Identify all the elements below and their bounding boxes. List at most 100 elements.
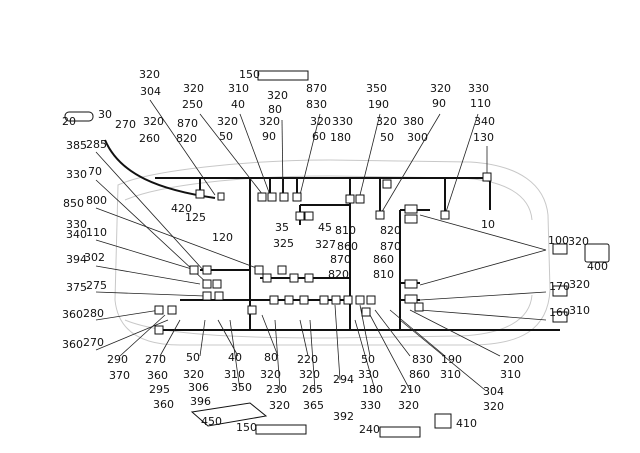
relay-strip-icon (379, 426, 421, 438)
part-label-270: 270 (115, 118, 136, 131)
part-label-110: 110 (86, 226, 107, 239)
part-label-330: 330 (358, 368, 379, 381)
part-label-310: 310 (500, 368, 521, 381)
part-label-295: 295 (149, 383, 170, 396)
part-label-385: 385 (66, 139, 87, 152)
part-label-410: 410 (456, 417, 477, 430)
part-label-60: 60 (312, 130, 326, 143)
part-label-850: 850 (63, 197, 84, 210)
part-label-180: 180 (330, 131, 351, 144)
part-label-870: 870 (380, 240, 401, 253)
component-icons (64, 70, 610, 438)
part-label-330: 330 (332, 115, 353, 128)
part-label-180: 180 (362, 383, 383, 396)
part-label-320: 320 (267, 89, 288, 102)
part-label-320: 320 (483, 400, 504, 413)
part-label-310: 310 (224, 368, 245, 381)
part-label-330: 330 (468, 82, 489, 95)
part-label-340: 340 (474, 115, 495, 128)
part-label-870: 870 (177, 117, 198, 130)
part-label-302: 302 (84, 251, 105, 264)
part-labels: 3203041503202503104032080870830350190320… (62, 68, 608, 436)
part-label-45: 45 (318, 221, 332, 234)
part-label-860: 860 (409, 368, 430, 381)
part-label-330: 330 (360, 399, 381, 412)
relay-icon (434, 413, 452, 429)
part-label-306: 306 (188, 381, 209, 394)
part-label-820: 820 (176, 132, 197, 145)
part-label-40: 40 (231, 98, 245, 111)
leader-lines (95, 99, 547, 391)
part-label-300: 300 (407, 131, 428, 144)
part-label-125: 125 (185, 211, 206, 224)
part-label-392: 392 (333, 410, 354, 423)
part-label-320: 320 (376, 115, 397, 128)
side-connector-icon (552, 311, 568, 323)
part-label-80: 80 (268, 103, 282, 116)
part-label-275: 275 (86, 279, 107, 292)
part-label-310: 310 (569, 304, 590, 317)
part-label-250: 250 (182, 98, 203, 111)
part-label-330: 330 (66, 168, 87, 181)
part-label-320: 320 (260, 368, 281, 381)
part-label-40: 40 (228, 351, 242, 364)
part-label-320: 320 (310, 115, 331, 128)
part-label-360: 360 (62, 338, 83, 351)
part-label-810: 810 (373, 268, 394, 281)
part-label-270: 270 (83, 336, 104, 349)
side-connector-icon (552, 285, 568, 297)
part-label-80: 80 (264, 351, 278, 364)
part-label-90: 90 (432, 97, 446, 110)
part-label-420: 420 (171, 202, 192, 215)
part-label-340: 340 (66, 228, 87, 241)
part-label-190: 190 (368, 98, 389, 111)
part-label-860: 860 (337, 240, 358, 253)
part-label-320: 320 (139, 68, 160, 81)
part-label-120: 120 (212, 231, 233, 244)
part-label-220: 220 (297, 353, 318, 366)
part-label-860: 860 (373, 253, 394, 266)
harness-connectors (154, 172, 492, 335)
part-label-320: 320 (430, 82, 451, 95)
part-label-870: 870 (330, 253, 351, 266)
part-label-800: 800 (86, 194, 107, 207)
part-label-270: 270 (145, 353, 166, 366)
part-label-830: 830 (306, 98, 327, 111)
part-label-320: 320 (143, 115, 164, 128)
part-label-310: 310 (440, 368, 461, 381)
part-label-260: 260 (139, 132, 160, 145)
part-label-320: 320 (217, 115, 238, 128)
part-label-350: 350 (366, 82, 387, 95)
part-label-304: 304 (483, 385, 504, 398)
part-label-310: 310 (228, 82, 249, 95)
part-label-320: 320 (568, 235, 589, 248)
part-label-240: 240 (359, 423, 380, 436)
part-label-320: 320 (569, 278, 590, 291)
part-label-830: 830 (412, 353, 433, 366)
part-label-400: 400 (587, 260, 608, 273)
part-label-870: 870 (306, 82, 327, 95)
sensor-plug-icon (64, 111, 94, 122)
part-label-90: 90 (262, 130, 276, 143)
part-label-360: 360 (62, 308, 83, 321)
part-label-320: 320 (299, 368, 320, 381)
part-label-10: 10 (481, 218, 495, 231)
part-label-370: 370 (109, 369, 130, 382)
part-label-304: 304 (140, 85, 161, 98)
part-label-320: 320 (269, 399, 290, 412)
part-label-380: 380 (403, 115, 424, 128)
part-label-360: 360 (153, 398, 174, 411)
part-label-110: 110 (470, 97, 491, 110)
part-label-396: 396 (190, 395, 211, 408)
part-label-320: 320 (183, 82, 204, 95)
fuse-strip-icon (257, 70, 309, 81)
part-label-294: 294 (333, 373, 354, 386)
part-label-35: 35 (275, 221, 289, 234)
fuse-strip-bottom-icon (255, 424, 307, 435)
part-label-130: 130 (473, 131, 494, 144)
part-label-30: 30 (98, 108, 112, 121)
part-label-50: 50 (186, 351, 200, 364)
part-label-360: 360 (147, 369, 168, 382)
part-label-320: 320 (183, 368, 204, 381)
